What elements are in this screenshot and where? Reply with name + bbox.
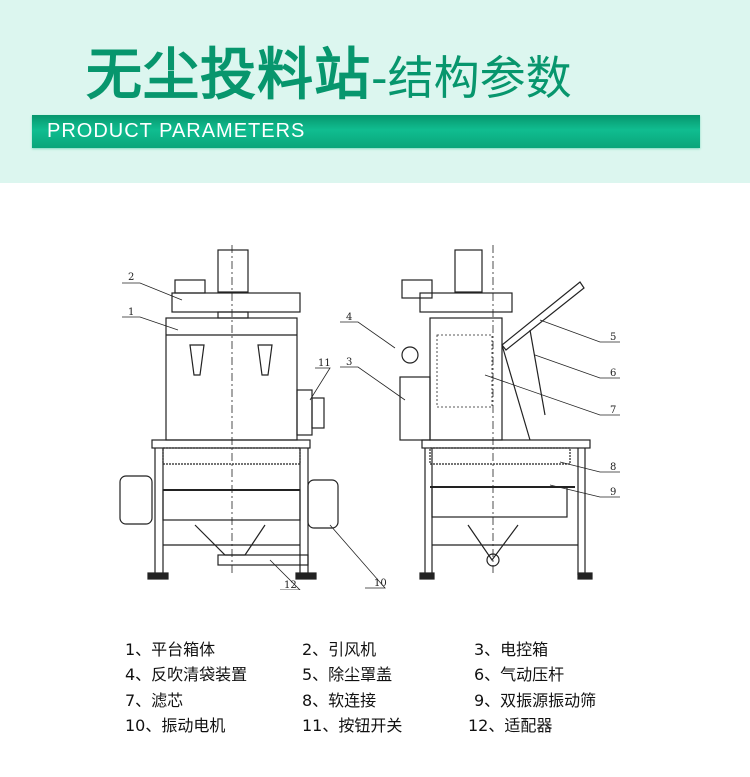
legend-item: 12、适配器 — [468, 716, 553, 735]
callout-1: 1 — [128, 307, 134, 318]
legend-item: 1、平台箱体 — [125, 640, 216, 659]
section-bar: PRODUCT PARAMETERS — [32, 115, 700, 148]
legend-item: 10、振动电机 — [125, 716, 226, 735]
callout-9: 9 — [610, 487, 616, 498]
legend-item: 11、按钮开关 — [302, 716, 403, 735]
callout-7: 7 — [610, 405, 616, 416]
legend-item: 6、气动压杆 — [474, 665, 565, 684]
callout-12: 12 — [284, 580, 297, 590]
legend-item: 9、双振源振动筛 — [474, 691, 597, 710]
callout-10: 10 — [374, 578, 387, 589]
callout-3: 3 — [346, 357, 352, 368]
front-view — [119, 245, 339, 580]
callout-5: 5 — [610, 332, 616, 343]
callout-8: 8 — [610, 462, 616, 473]
leader-lines — [122, 282, 620, 590]
legend-item: 8、软连接 — [302, 691, 377, 710]
legend-item: 2、引风机 — [302, 640, 377, 659]
callout-4: 4 — [346, 312, 352, 323]
side-view — [399, 245, 593, 580]
structure-drawing: 1 2 3 4 5 6 7 8 9 10 11 12 — [119, 245, 620, 590]
legend-item: 3、电控箱 — [474, 640, 549, 659]
legend-item: 4、反吹清袋装置 — [125, 665, 248, 684]
callout-11: 11 — [318, 358, 331, 369]
page-title: 无尘投料站-结构参数 — [86, 43, 572, 108]
legend-item: 7、滤芯 — [125, 691, 184, 710]
callout-6: 6 — [610, 368, 616, 379]
callout-2: 2 — [128, 272, 134, 283]
legend-item: 5、除尘罩盖 — [302, 665, 393, 684]
header-banner: 无尘投料站-结构参数 PRODUCT PARAMETERS — [0, 0, 750, 183]
callout-labels: 1 2 3 4 5 6 7 8 9 10 11 12 — [128, 272, 616, 590]
